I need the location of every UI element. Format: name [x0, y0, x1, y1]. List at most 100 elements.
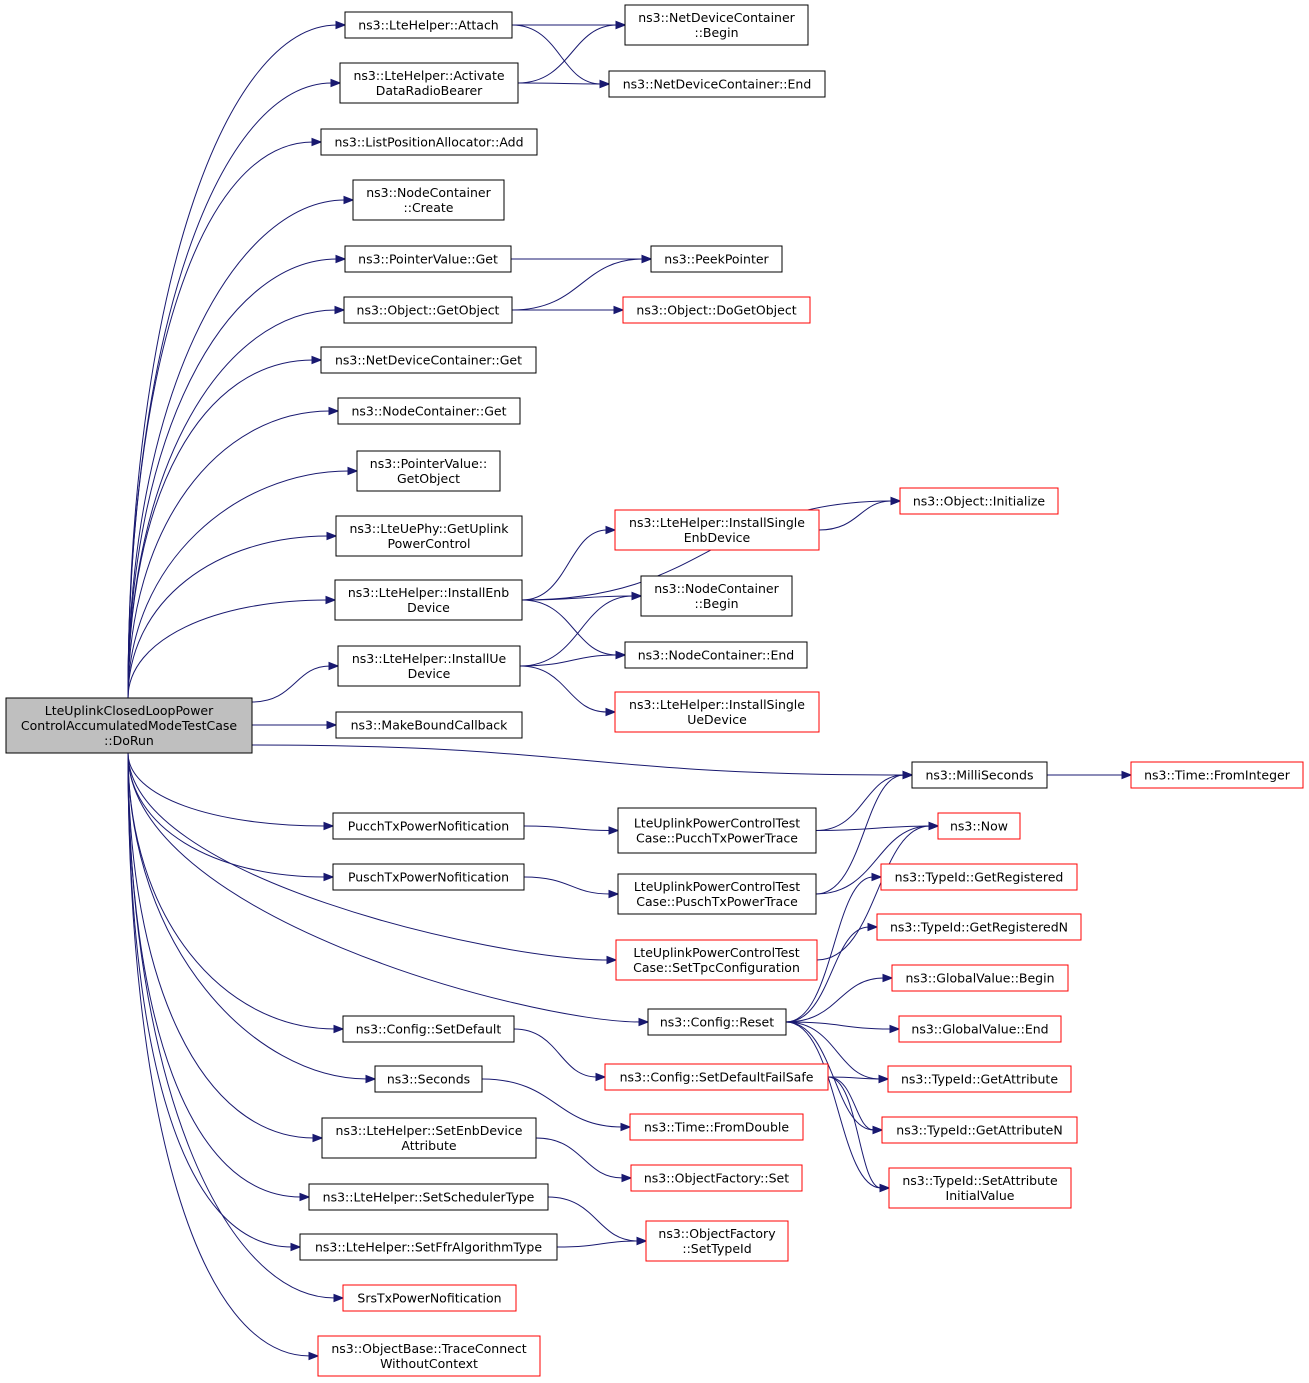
node-listadd[interactable]: ns3::ListPositionAllocator::Add — [320, 128, 538, 156]
node-getregisteredn[interactable]: ns3::TypeId::GetRegisteredN — [876, 913, 1082, 941]
node-ndcbegin[interactable]: ns3::NetDeviceContainer::Begin — [624, 4, 809, 46]
node-box — [342, 1284, 517, 1312]
node-initialize[interactable]: ns3::Object::Initialize — [899, 487, 1059, 515]
node-label-line: ns3::LteHelper::Activate — [353, 68, 504, 83]
edge-setffr-to-ofsettype — [556, 1236, 648, 1248]
node-label-line: EnbDevice — [684, 530, 751, 545]
node-pvgetobj[interactable]: ns3::PointerValue::GetObject — [356, 450, 501, 492]
node-box — [899, 487, 1059, 515]
node-box — [299, 1233, 558, 1261]
node-getattrn[interactable]: ns3::TypeId::GetAttributeN — [881, 1116, 1078, 1144]
node-box — [647, 1008, 787, 1036]
edge-root-to-listadd — [127, 137, 323, 699]
node-label-line: ns3::Seconds — [387, 1072, 470, 1087]
node-label-line: Device — [408, 666, 451, 681]
node-box — [1130, 761, 1304, 789]
node-label-line: ns3::LteHelper::Attach — [358, 18, 499, 33]
node-box — [617, 873, 817, 915]
edges-layer — [127, 20, 1133, 1361]
node-label-line: ns3::ObjectBase::TraceConnect — [331, 1341, 526, 1356]
node-now[interactable]: ns3::Now — [937, 812, 1021, 840]
node-objget[interactable]: ns3::Object::GetObject — [343, 296, 513, 324]
node-box — [374, 1065, 483, 1093]
node-box — [5, 697, 253, 754]
node-ndcend[interactable]: ns3::NetDeviceContainer::End — [608, 70, 826, 98]
edge-root-to-pucchnotif — [127, 752, 335, 831]
edge-setenbattr-to-ofset — [535, 1137, 633, 1183]
node-label-line: ns3::NetDeviceContainer::End — [623, 77, 812, 92]
node-label-line: Case::SetTpcConfiguration — [633, 960, 800, 975]
node-box — [332, 863, 525, 891]
node-label-line: ns3::LteUePhy::GetUplink — [349, 521, 509, 536]
node-label-line: ns3::NodeContainer::Get — [352, 404, 507, 419]
edge-failsafe-to-getattr — [827, 1074, 890, 1084]
node-root[interactable]: LteUplinkClosedLoopPowerControlAccumulat… — [5, 697, 253, 754]
node-dogetobj[interactable]: ns3::Object::DoGetObject — [622, 296, 811, 324]
node-box — [343, 296, 513, 324]
node-getattr[interactable]: ns3::TypeId::GetAttribute — [887, 1065, 1072, 1093]
node-puschnotif[interactable]: PuschTxPowerNofitication — [332, 863, 525, 891]
node-fromdouble[interactable]: ns3::Time::FromDouble — [629, 1113, 804, 1141]
node-gvbegin[interactable]: ns3::GlobalValue::Begin — [891, 964, 1069, 992]
node-label-line: ns3::TypeId::GetRegistered — [895, 870, 1064, 885]
edge-installenb-to-installsingleenb — [521, 525, 617, 601]
node-box — [622, 296, 811, 324]
node-srsnotif[interactable]: SrsTxPowerNofitication — [342, 1284, 517, 1312]
node-ncend[interactable]: ns3::NodeContainer::End — [624, 641, 808, 669]
node-reset[interactable]: ns3::Config::Reset — [647, 1008, 787, 1036]
node-getregistered[interactable]: ns3::TypeId::GetRegistered — [880, 863, 1078, 891]
node-ofset[interactable]: ns3::ObjectFactory::Set — [630, 1164, 803, 1192]
node-box — [617, 807, 817, 854]
node-puschtrace[interactable]: LteUplinkPowerControlTestCase::PuschTxPo… — [617, 873, 817, 915]
node-gvend[interactable]: ns3::GlobalValue::End — [898, 1015, 1062, 1043]
node-peek[interactable]: ns3::PeekPointer — [650, 245, 783, 273]
edge-activate-to-ndcbegin — [517, 20, 627, 84]
node-label-line: ns3::LteHelper::InstallUe — [352, 651, 507, 666]
node-frominteger[interactable]: ns3::Time::FromInteger — [1130, 761, 1304, 789]
node-box — [898, 1015, 1062, 1043]
node-settpc[interactable]: LteUplinkPowerControlTestCase::SetTpcCon… — [615, 939, 818, 981]
node-label-line: ns3::ListPositionAllocator::Add — [334, 135, 523, 150]
node-failsafe[interactable]: ns3::Config::SetDefaultFailSafe — [604, 1063, 829, 1091]
node-setsched[interactable]: ns3::LteHelper::SetSchedulerType — [308, 1183, 549, 1211]
node-ncbegin[interactable]: ns3::NodeContainer::Begin — [640, 575, 793, 617]
node-pvget[interactable]: ns3::PointerValue::Get — [344, 245, 512, 273]
node-pucchtrace[interactable]: LteUplinkPowerControlTestCase::PucchTxPo… — [617, 807, 817, 854]
node-milli[interactable]: ns3::MilliSeconds — [911, 761, 1048, 789]
node-label-line: ns3::ObjectFactory::Set — [644, 1171, 789, 1186]
node-pucchnotif[interactable]: PucchTxPowerNofitication — [332, 812, 525, 840]
node-box — [332, 812, 525, 840]
node-label-line: ns3::LteHelper::InstallEnb — [348, 585, 509, 600]
edge-reset-to-gvend — [785, 1021, 901, 1034]
edge-pucchtrace-to-milli — [815, 770, 914, 831]
edge-installue-to-ncend — [519, 650, 627, 667]
node-ndcget[interactable]: ns3::NetDeviceContainer::Get — [320, 346, 537, 374]
edge-installue-to-installsingleue — [519, 665, 617, 717]
node-label-line: ns3::PeekPointer — [664, 252, 769, 267]
node-label-line: ns3::LteHelper::SetSchedulerType — [323, 1190, 535, 1205]
node-seconds[interactable]: ns3::Seconds — [374, 1065, 483, 1093]
node-label-line: ns3::GlobalValue::End — [911, 1022, 1048, 1037]
node-label-line: ns3::GlobalValue::Begin — [905, 971, 1054, 986]
node-ncget[interactable]: ns3::NodeContainer::Get — [337, 397, 521, 425]
node-nccreate[interactable]: ns3::NodeContainer::Create — [352, 179, 505, 221]
edge-root-to-installue — [251, 661, 340, 703]
node-box — [650, 245, 783, 273]
node-traceconnect[interactable]: ns3::ObjectBase::TraceConnectWithoutCont… — [317, 1335, 541, 1377]
node-box — [317, 1335, 541, 1377]
node-attach[interactable]: ns3::LteHelper::Attach — [344, 11, 513, 39]
node-ofsettype[interactable]: ns3::ObjectFactory::SetTypeId — [645, 1220, 789, 1262]
node-setffr[interactable]: ns3::LteHelper::SetFfrAlgorithmType — [299, 1233, 558, 1261]
node-makebound[interactable]: ns3::MakeBoundCallback — [335, 711, 523, 739]
node-label-line: ns3::TypeId::GetRegisteredN — [890, 920, 1068, 935]
node-setdefault[interactable]: ns3::Config::SetDefault — [342, 1015, 515, 1043]
node-label-line: PucchTxPowerNofitication — [348, 819, 509, 834]
